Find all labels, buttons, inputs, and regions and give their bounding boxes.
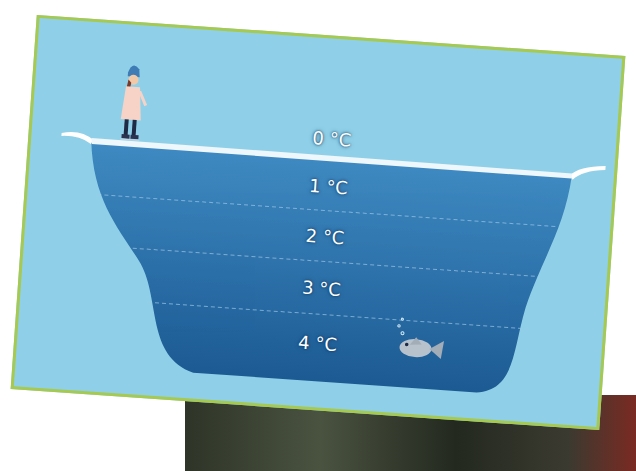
girl-figure [119, 64, 148, 140]
snow-bank [570, 163, 606, 181]
temperature-label: 1 °C [308, 174, 348, 198]
fish-figure [396, 317, 446, 358]
temperature-label: 4 °C [298, 331, 338, 355]
lake-illustration [14, 18, 622, 427]
layer-lines [90, 194, 558, 330]
illustration-card: 0 °C 1 °C 2 °C 3 °C 4 °C [11, 14, 626, 429]
lake-water [76, 139, 573, 397]
temperature-label: 0 °C [312, 126, 352, 150]
snow-bank [61, 131, 94, 144]
temperature-label: 2 °C [305, 224, 345, 248]
temperature-label: 3 °C [301, 276, 341, 300]
